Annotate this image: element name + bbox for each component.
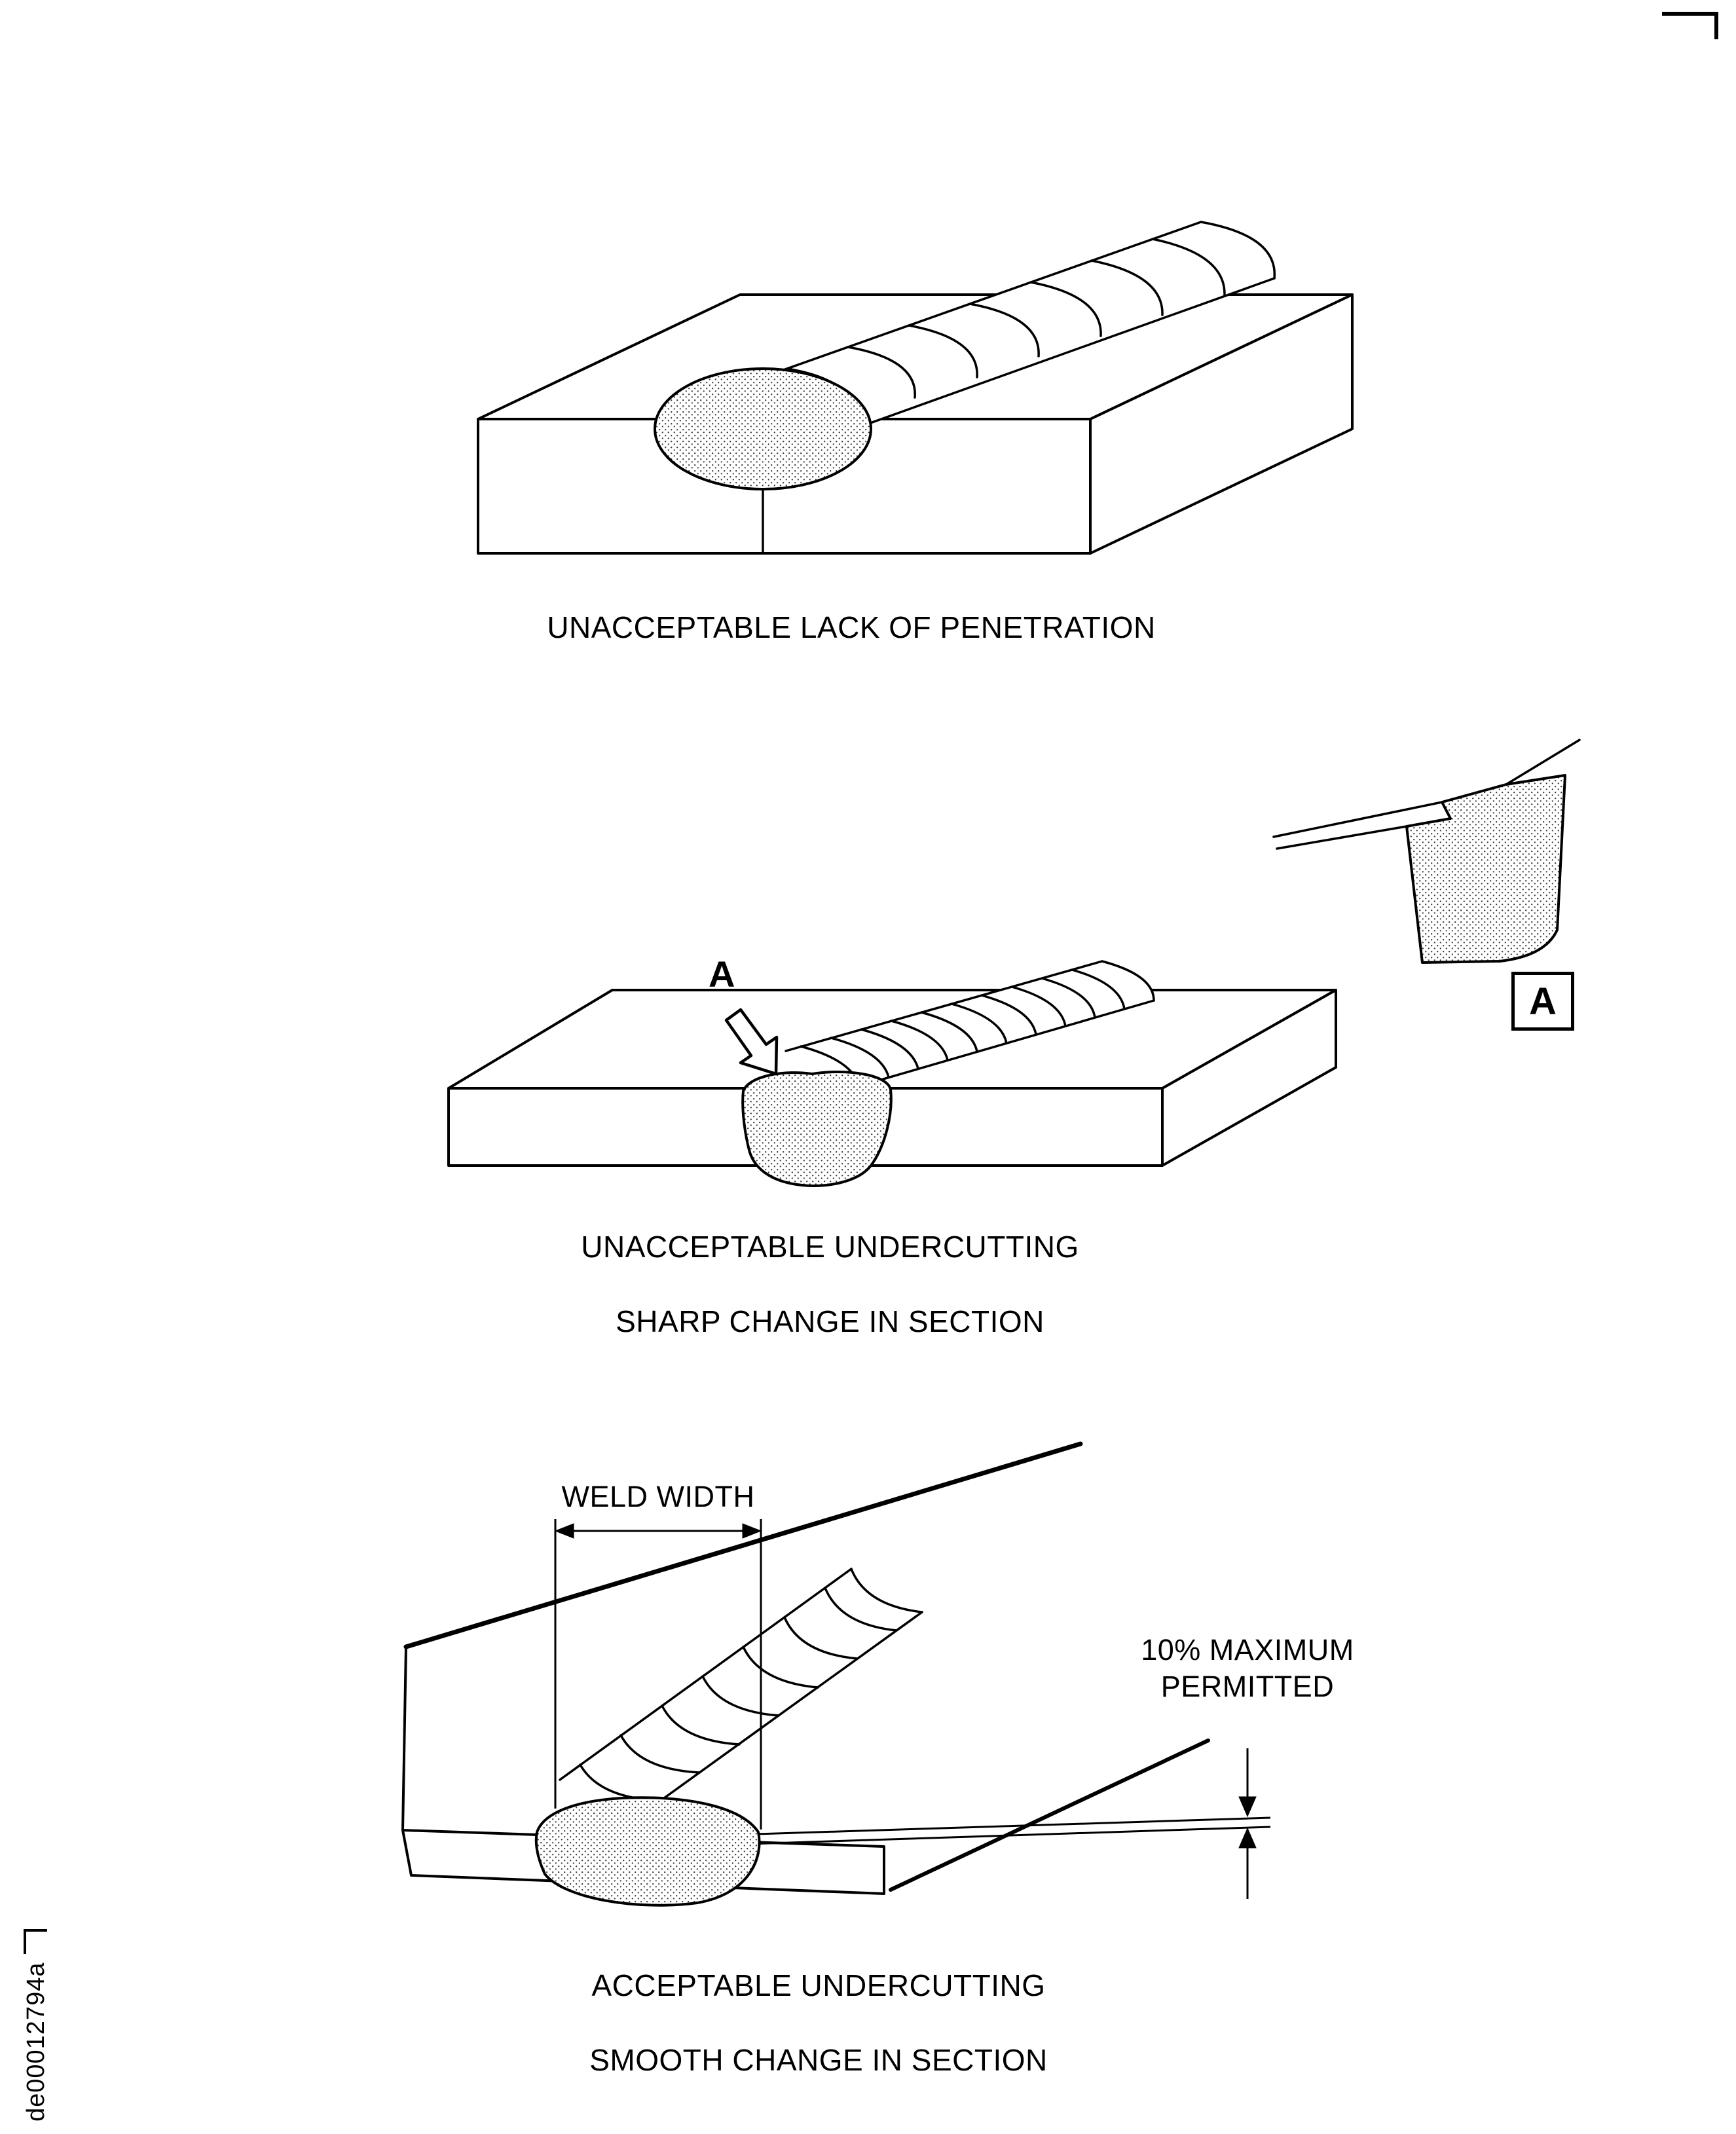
doc-code-bracket-vertical [24, 1929, 26, 1954]
base-plate [447, 989, 1337, 1167]
detail-view-sharp-undercut [1272, 739, 1581, 964]
max-permitted-line2: PERMITTED [1160, 1670, 1335, 1703]
figure-acceptable-undercutting [401, 1441, 1271, 1907]
weld-nugget-cross-section [534, 1796, 761, 1907]
weld-nugget-cross-section [741, 1071, 893, 1187]
max-permitted-label: 10% MAXIMUM PERMITTED [1117, 1632, 1378, 1705]
detail-view-tag: A [1511, 972, 1574, 1031]
weld-nugget-cross-section [654, 367, 872, 490]
figure2-caption: UNACCEPTABLE UNDERCUTTING SHARP CHANGE I… [393, 1228, 1267, 1340]
section-arrow [724, 1008, 779, 1076]
figure2-caption-line2: SHARP CHANGE IN SECTION [616, 1304, 1044, 1338]
doc-code-bracket-horizontal [24, 1929, 47, 1932]
max-permitted-line1: 10% MAXIMUM [1141, 1633, 1354, 1666]
section-arrow-label: A [709, 953, 735, 995]
corner-crop-mark [1662, 12, 1718, 39]
detail-view-tag-letter: A [1529, 980, 1557, 1023]
weld-bead [559, 1568, 923, 1816]
figure2-caption-line1: UNACCEPTABLE UNDERCUTTING [581, 1230, 1079, 1264]
figure3-caption: ACCEPTABLE UNDERCUTTING SMOOTH CHANGE IN… [327, 1967, 1310, 2079]
undercut-depth-reference-lines [749, 1816, 1271, 1845]
doc-code: de00012794a [22, 1962, 50, 2122]
figure-unacceptable-undercutting [447, 739, 1581, 1187]
figure-lack-of-penetration [477, 221, 1354, 555]
undercut-depth-arrows [1238, 1748, 1257, 1899]
weld-width-dimension [554, 1519, 762, 1830]
weld-bead [732, 221, 1276, 433]
weld-width-label: WELD WIDTH [561, 1480, 755, 1513]
figure1-caption: UNACCEPTABLE LACK OF PENETRATION [547, 610, 1156, 644]
figure3-caption-line1: ACCEPTABLE UNDERCUTTING [591, 1968, 1046, 2002]
weld-bead [785, 960, 1155, 1092]
figure3-caption-line2: SMOOTH CHANGE IN SECTION [589, 2043, 1048, 2077]
